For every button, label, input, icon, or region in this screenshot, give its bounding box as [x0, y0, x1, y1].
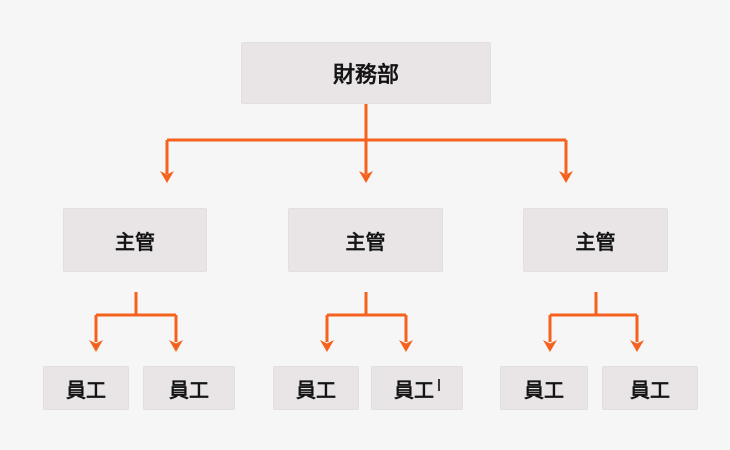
arrowhead — [399, 340, 413, 352]
node-employee-1[interactable]: 員工 — [43, 366, 129, 410]
node-label: 員工 — [66, 379, 106, 402]
node-label: 員工 — [169, 379, 209, 402]
node-label: 員工 — [524, 379, 564, 402]
text-cursor — [438, 379, 440, 391]
node-label: 員工 — [630, 379, 670, 402]
node-label: 員工 — [394, 379, 434, 402]
arrowhead — [169, 340, 183, 352]
node-supervisor-2[interactable]: 主管 — [288, 208, 443, 272]
node-finance-dept[interactable]: 財務部 — [241, 42, 491, 104]
node-label: 員工 — [296, 379, 336, 402]
node-employee-6[interactable]: 員工 — [602, 366, 698, 410]
arrowhead — [89, 340, 103, 352]
node-label: 財務部 — [332, 62, 399, 87]
arrowhead — [630, 340, 644, 352]
node-supervisor-3[interactable]: 主管 — [523, 208, 668, 272]
node-supervisor-1[interactable]: 主管 — [63, 208, 207, 272]
node-employee-2[interactable]: 員工 — [143, 366, 235, 410]
node-label: 主管 — [575, 231, 616, 254]
arrowhead — [359, 171, 373, 183]
arrowhead — [543, 340, 557, 352]
arrowhead — [320, 340, 334, 352]
node-employee-4[interactable]: 員工 — [371, 366, 463, 410]
node-label: 主管 — [345, 231, 386, 254]
node-employee-3[interactable]: 員工 — [273, 366, 359, 410]
node-employee-5[interactable]: 員工 — [500, 366, 588, 410]
arrowhead — [160, 171, 174, 183]
node-label: 主管 — [115, 231, 155, 254]
arrowhead — [559, 171, 573, 183]
